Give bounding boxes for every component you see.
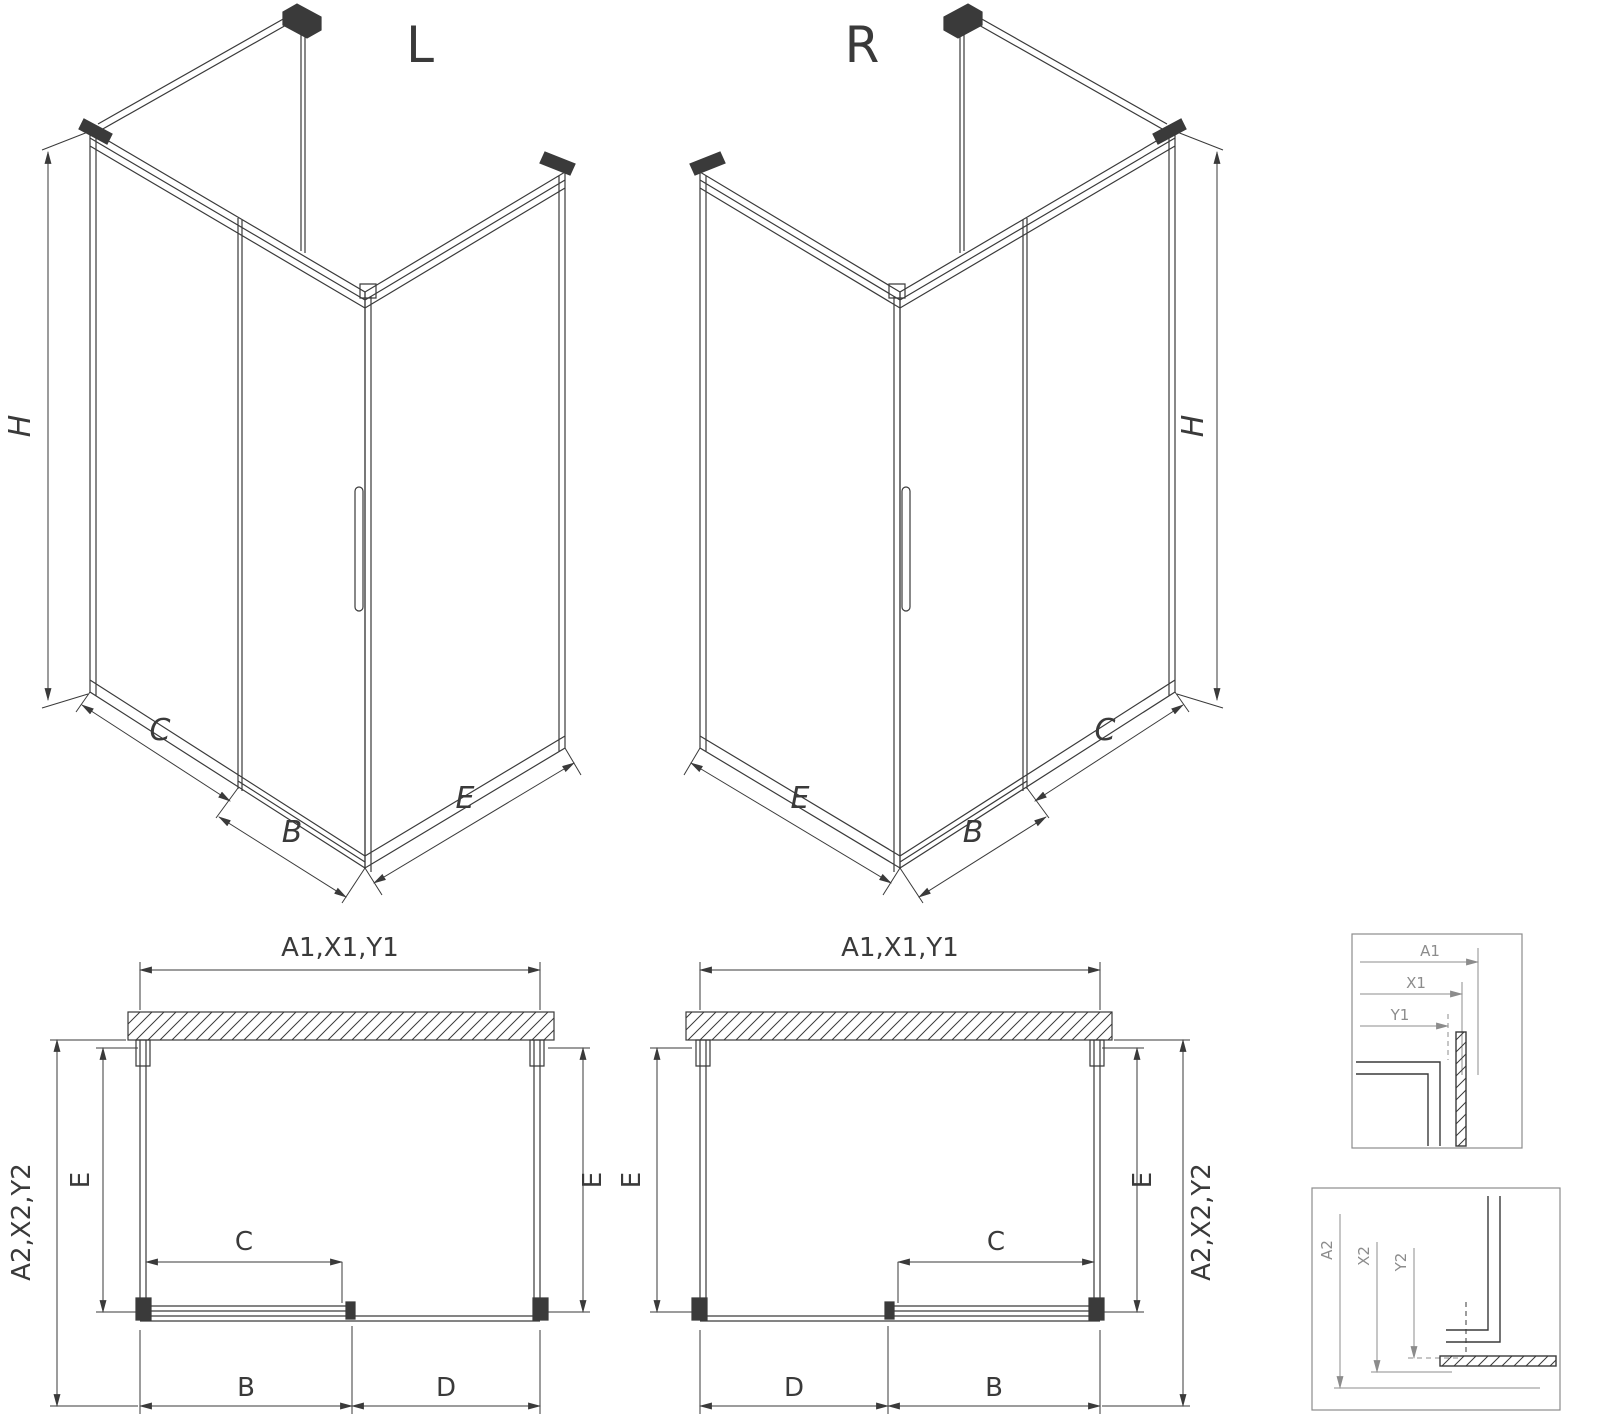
detail-bottom-label-y2: Y2 [1392, 1253, 1410, 1273]
iso-dim-extension-lines [41, 131, 582, 904]
detail-bottom-label-a2: A2 [1318, 1240, 1336, 1260]
detail-bottom-border [1311, 1187, 1561, 1411]
iso-left-dim-b: B [282, 815, 303, 850]
iso-left-wall-panel [89, 128, 366, 870]
detail-top-label-y1: Y1 [1390, 1006, 1410, 1024]
plan-left-dim-a1: A1,X1,Y1 [281, 933, 399, 963]
iso-dim-e-line [373, 762, 575, 884]
plan-right-dim-e1: E [617, 1172, 647, 1188]
iso-right-view [684, 4, 1223, 903]
iso-left-title: L [406, 16, 434, 74]
detail-labels: A1 X1 Y1 A2 X2 Y2 [1318, 942, 1440, 1272]
iso-right-dim-h: H [1176, 415, 1211, 438]
detail-top-structure [1356, 1031, 1467, 1147]
plan-right-dim-c: C [987, 1227, 1005, 1257]
plan-dimensions [50, 962, 590, 1414]
detail-bottom-label-x2: X2 [1355, 1246, 1373, 1266]
detail-top-glass-section [1455, 1031, 1467, 1147]
plan-right-wall-hatch [685, 1011, 1113, 1041]
iso-wall-brackets [78, 3, 576, 176]
plan-glass-panels [135, 1039, 545, 1322]
plan-right-dim-b: B [985, 1373, 1003, 1403]
iso-dimensions [41, 131, 582, 904]
plan-left-dim-e2: E [578, 1172, 608, 1188]
plan-left-dim-d: D [436, 1373, 456, 1403]
detail-top [1351, 933, 1523, 1149]
iso-door-handle [354, 486, 364, 612]
plan-left-dim-b: B [237, 1373, 255, 1403]
iso-right-dim-e: E [791, 781, 810, 816]
plan-right-dim-d: D [784, 1373, 804, 1403]
plan-left-view [50, 962, 590, 1414]
iso-right-dim-c: C [1095, 713, 1116, 748]
iso-dim-c-line [81, 704, 231, 802]
plan-right-dim-a2: A2,X2,Y2 [1187, 1163, 1217, 1281]
iso-right-dim-b: B [963, 815, 984, 850]
detail-bottom-glass-section [1439, 1355, 1557, 1367]
plan-right-dim-a1: A1,X1,Y1 [841, 933, 959, 963]
plan-left-dim-a2: A2,X2,Y2 [7, 1163, 37, 1281]
iso-right-wall-panel [364, 170, 566, 872]
plan-left-dim-e1: E [66, 1172, 96, 1188]
plan-right-dim-e2: E [1128, 1172, 1158, 1188]
iso-left-view [41, 3, 582, 904]
plan-left-wall-hatch [127, 1011, 555, 1041]
iso-support-brace [97, 11, 377, 299]
iso-left-dim-c: C [150, 713, 171, 748]
detail-top-label-x1: X1 [1406, 974, 1426, 992]
detail-bottom-reference-lines [1334, 1371, 1540, 1389]
plan-left-dim-c: C [235, 1227, 253, 1257]
iso-left-dim-e: E [456, 781, 475, 816]
labels: L H C B E R H C B E A1,X1,Y1 E E A2,X2,Y… [3, 16, 1217, 1403]
detail-top-label-a1: A1 [1420, 942, 1440, 960]
iso-left-dim-h: H [3, 415, 38, 438]
detail-bottom-structure [1439, 1196, 1557, 1367]
detail-top-wall-profile [1356, 1061, 1441, 1146]
detail-bottom-dims [1334, 1214, 1540, 1390]
plan-corner-blocks [135, 1297, 549, 1321]
plan-dim-extension-lines [50, 962, 590, 1414]
detail-bottom [1311, 1187, 1561, 1411]
iso-dim-b-line [218, 816, 347, 898]
iso-right-title: R [845, 16, 880, 74]
detail-bottom-wall-profile [1446, 1196, 1501, 1343]
detail-top-border [1351, 933, 1523, 1149]
